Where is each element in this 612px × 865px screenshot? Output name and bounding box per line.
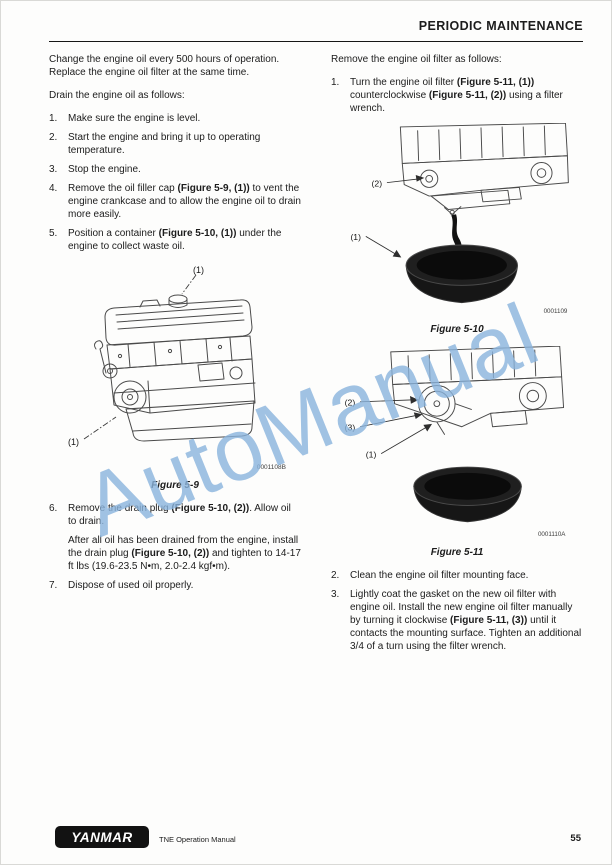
filter-intro: Remove the engine oil filter as follows: — [331, 54, 502, 65]
step-text: Stop the engine. — [68, 164, 141, 175]
step-text: Clean the engine oil filter mounting fac… — [350, 570, 529, 581]
figure-callout-label: (1) — [193, 265, 204, 275]
list-item: 2. Start the engine and bring it up to o… — [49, 131, 301, 157]
yanmar-logo: YANMAR — [55, 826, 149, 848]
list-item: 1. Make sure the engine is level. — [49, 112, 301, 125]
list-item: 5. Position a container (Figure 5-10, (1… — [49, 227, 301, 253]
figure-5-11-drawing: (2) (3) (1) 0001110A — [345, 346, 566, 538]
figure-5-10-drawing: (2) (1) 0001109 — [350, 123, 569, 315]
step-text: Lightly coat the gasket on the new oil f… — [350, 589, 582, 652]
manual-name: TNE Operation Manual — [159, 835, 236, 844]
figure-callout-label: (1) — [350, 232, 361, 242]
page-title: PERIODIC MAINTENANCE — [418, 19, 583, 33]
step-text: Position a container (Figure 5-10, (1)) … — [68, 228, 282, 252]
figure-callout-label: (2) — [345, 398, 356, 408]
step-number: 3. — [331, 589, 340, 600]
list-item: 1. Turn the engine oil filter (Figure 5-… — [331, 76, 583, 115]
step-number: 2. — [331, 570, 340, 581]
left-column: Change the engine oil every 500 hours of… — [49, 53, 301, 659]
header-rule — [49, 41, 583, 42]
figure-callout-label: (1) — [68, 437, 79, 447]
list-item: 6. Remove the drain plug (Figure 5-10, (… — [49, 502, 301, 528]
step-note-text: After all oil has been drained from the … — [68, 535, 301, 572]
step-text: Remove the oil filler cap (Figure 5-9, (… — [68, 183, 301, 220]
figure-5-9: (1) (1) 0001108B Figure 5-9 — [49, 261, 301, 492]
step-text: Remove the drain plug (Figure 5-10, (2))… — [68, 503, 291, 527]
figure-callout-label: (2) — [372, 178, 383, 188]
figure-code: 0001108B — [257, 464, 286, 471]
list-item: 7. Dispose of used oil properly. — [49, 579, 301, 592]
step-number: 2. — [49, 132, 58, 143]
step-text: Start the engine and bring it up to oper… — [68, 132, 261, 156]
figure-caption: Figure 5-10 — [430, 324, 484, 335]
step-number: 7. — [49, 580, 58, 591]
step-number: 6. — [49, 503, 58, 514]
step-number — [49, 534, 68, 573]
step-number: 4. — [49, 183, 58, 194]
page-header: PERIODIC MAINTENANCE — [49, 19, 583, 33]
drain-heading: Drain the engine oil as follows: — [49, 90, 185, 101]
step-number: 1. — [331, 77, 340, 88]
page-number: 55 — [570, 833, 581, 844]
step-number: 1. — [49, 113, 58, 124]
figure-5-9-drawing: (1) (1) 0001108B — [68, 265, 286, 471]
right-column: Remove the engine oil filter as follows:… — [331, 53, 583, 659]
intro-paragraph: Change the engine oil every 500 hours of… — [49, 54, 280, 78]
figure-caption: Figure 5-11 — [430, 547, 484, 558]
step-text: Dispose of used oil properly. — [68, 580, 194, 591]
figure-caption: Figure 5-9 — [151, 480, 199, 491]
list-item: 4. Remove the oil filler cap (Figure 5-9… — [49, 182, 301, 221]
step-number: 5. — [49, 228, 58, 239]
list-item: After all oil has been drained from the … — [49, 534, 301, 573]
footer: YANMAR TNE Operation Manual 55 — [49, 824, 583, 848]
content-columns: Change the engine oil every 500 hours of… — [49, 53, 583, 659]
figure-code: 0001109 — [544, 308, 568, 315]
step-text: Make sure the engine is level. — [68, 113, 201, 124]
figure-code: 0001110A — [538, 531, 566, 538]
list-item: 2. Clean the engine oil filter mounting … — [331, 569, 583, 582]
figure-5-10: (2) (1) 0001109 Figure 5-10 — [331, 123, 583, 336]
list-item: 3. Lightly coat the gasket on the new oi… — [331, 588, 583, 653]
figure-5-11: (2) (3) (1) 0001110A Figure 5-11 — [331, 346, 583, 559]
figure-callout-label: (3) — [345, 423, 356, 433]
figure-callout-label: (1) — [366, 449, 377, 459]
step-text: Turn the engine oil filter (Figure 5-11,… — [350, 77, 563, 114]
list-item: 3. Stop the engine. — [49, 163, 301, 176]
step-number: 3. — [49, 164, 58, 175]
